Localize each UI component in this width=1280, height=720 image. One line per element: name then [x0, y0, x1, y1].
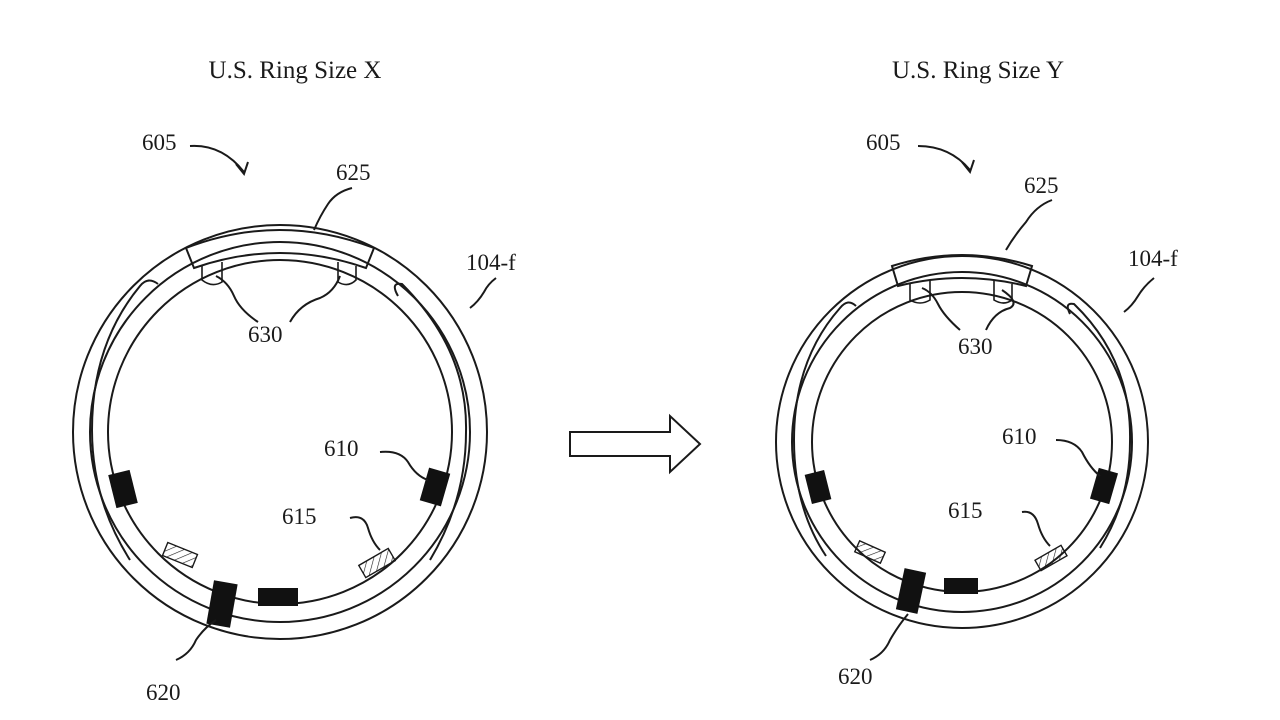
leader-605 — [917, 145, 971, 171]
leader-610 — [379, 450, 429, 481]
component-615-left — [161, 541, 199, 569]
right-channel-slot — [1066, 302, 1132, 549]
leader-610 — [1055, 439, 1101, 477]
leader-630-right — [985, 289, 1015, 331]
leader-615 — [1021, 510, 1051, 547]
label-104f: 104-f — [1128, 246, 1178, 271]
component-615-left — [853, 539, 887, 565]
label-630: 630 — [958, 334, 993, 359]
label-610: 610 — [1002, 424, 1037, 449]
component-620 — [206, 580, 238, 628]
leader-104f — [1123, 277, 1155, 313]
component-610-right — [419, 467, 451, 507]
leader-605 — [189, 144, 245, 173]
tab-630-left — [201, 262, 223, 286]
leader-620 — [869, 613, 909, 661]
component-battery — [258, 588, 298, 606]
leader-104f — [469, 277, 497, 309]
label-620: 620 — [838, 664, 873, 689]
transition-arrow — [569, 413, 702, 475]
leader-620 — [175, 619, 217, 661]
ring-size-y: 605 625 104-f 630 610 615 620 — [775, 130, 1178, 689]
component-610-left — [804, 470, 832, 504]
housing-inner-edge — [89, 241, 471, 623]
label-625: 625 — [336, 160, 371, 185]
right-channel-slot — [393, 282, 468, 561]
ring-size-x: 605 625 104-f 630 610 615 620 — [72, 130, 516, 705]
component-620 — [895, 568, 927, 614]
component-battery — [944, 578, 978, 594]
title-ring-size-x: U.S. Ring Size X — [209, 57, 382, 84]
label-615: 615 — [948, 498, 983, 523]
leader-625 — [1005, 199, 1053, 251]
leader-630-left — [215, 275, 259, 323]
component-615-right — [1034, 544, 1068, 572]
left-channel-slot — [90, 279, 159, 561]
leader-630-left — [921, 287, 961, 331]
label-605: 605 — [866, 130, 901, 155]
label-630: 630 — [248, 322, 283, 347]
leader-615 — [349, 516, 381, 551]
title-ring-size-y: U.S. Ring Size Y — [892, 57, 1064, 84]
insert-625 — [890, 254, 1034, 288]
housing-outer-edge — [775, 255, 1149, 629]
left-channel-slot — [792, 301, 857, 557]
label-104f: 104-f — [466, 250, 516, 275]
label-615: 615 — [282, 504, 317, 529]
leader-630-right — [289, 275, 341, 323]
leader-605-arrowhead — [235, 161, 249, 177]
housing-inner-edge — [791, 271, 1133, 613]
label-620: 620 — [146, 680, 181, 705]
insert-625 — [184, 229, 376, 270]
label-625: 625 — [1024, 173, 1059, 198]
label-605: 605 — [142, 130, 177, 155]
leader-605-arrowhead — [961, 159, 975, 175]
housing-outer-edge — [72, 224, 488, 640]
label-610: 610 — [324, 436, 359, 461]
component-615-right — [357, 547, 397, 579]
component-610-left — [108, 469, 138, 509]
component-610-right — [1089, 467, 1119, 505]
ring-inner-surface — [107, 259, 453, 605]
tab-630-left — [909, 280, 931, 304]
leader-625 — [313, 187, 353, 231]
